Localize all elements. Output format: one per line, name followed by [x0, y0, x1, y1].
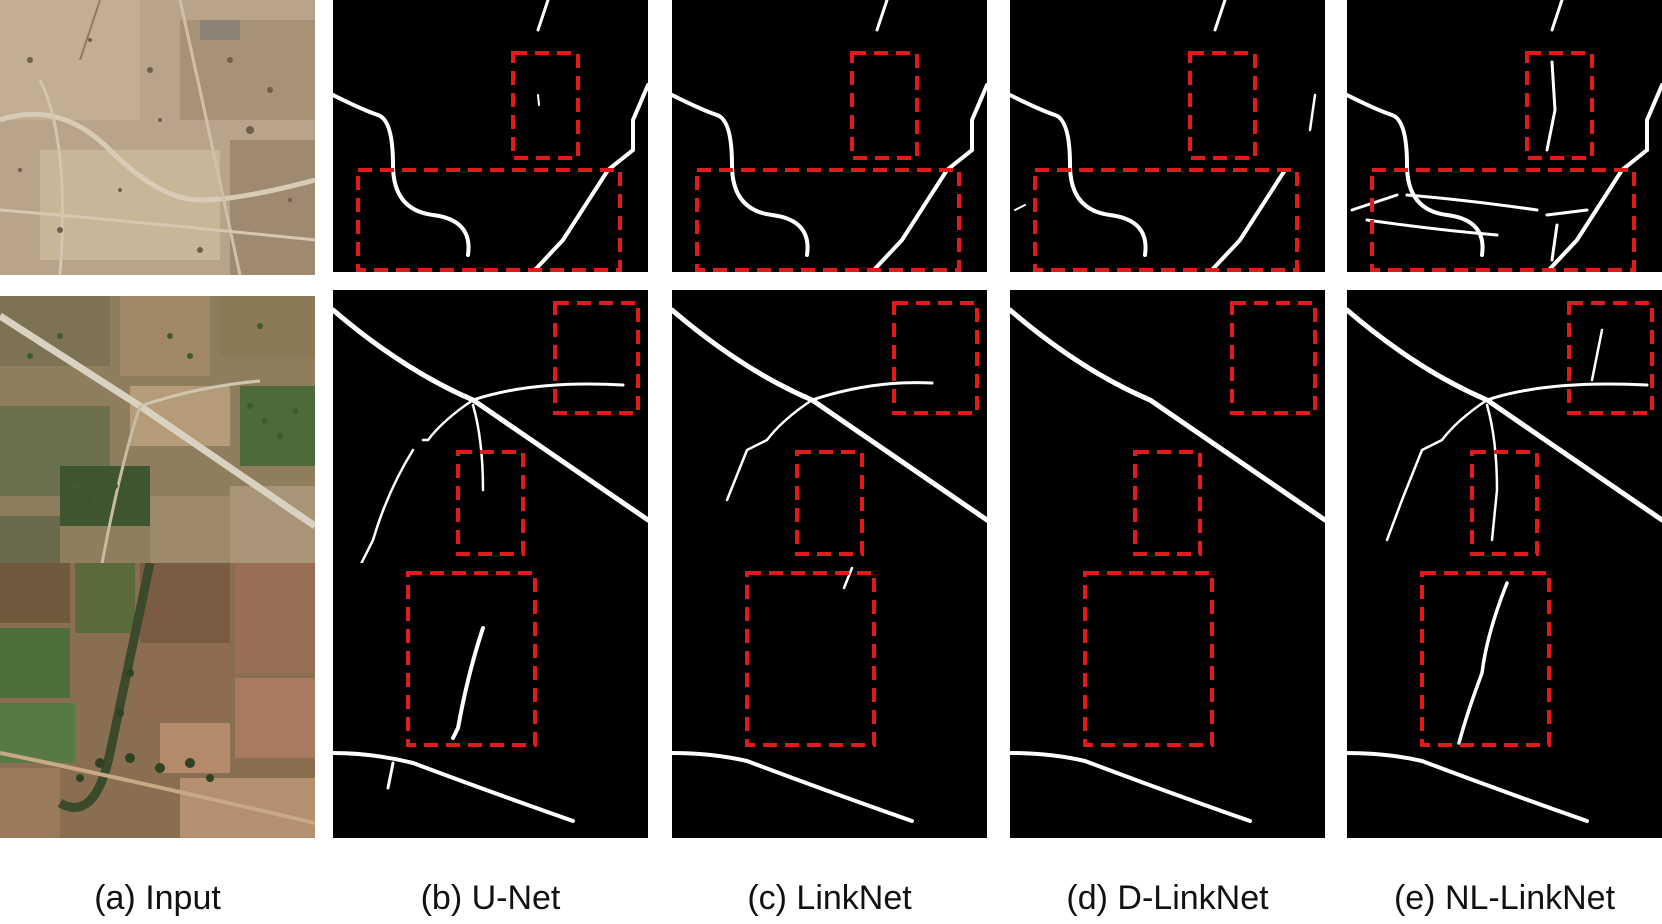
unet-mask-row-1: [333, 0, 648, 272]
nllinknet-mask-row-3: [1347, 563, 1662, 838]
highlight-box: [745, 571, 876, 747]
highlight-box: [553, 301, 640, 415]
highlight-box: [1133, 450, 1202, 556]
linknet-mask-row-1: [672, 0, 987, 272]
highlight-box: [1230, 301, 1317, 415]
highlight-box: [456, 450, 525, 556]
column-label-dlinknet: (d) D-LinkNet: [1066, 879, 1269, 917]
input-image-row-2: [0, 296, 315, 574]
input-image-row-3: [0, 563, 315, 838]
highlight-box: [1567, 301, 1654, 415]
unet-mask-row-3: [333, 563, 648, 838]
highlight-box: [850, 51, 919, 160]
column-label-input: (a) Input: [94, 879, 221, 917]
highlight-box: [1420, 571, 1551, 747]
column-label-nllinknet: (e) NL-LinkNet: [1393, 879, 1616, 917]
highlight-box: [695, 168, 961, 272]
highlight-box: [1188, 51, 1257, 160]
highlight-box: [1525, 51, 1594, 160]
highlight-box: [892, 301, 979, 415]
nllinknet-mask-row-1: [1347, 0, 1662, 272]
dlinknet-mask-row-3: [1010, 563, 1325, 838]
highlight-box: [1083, 571, 1214, 747]
highlight-box: [1370, 168, 1636, 272]
dlinknet-mask-row-2: [1010, 290, 1325, 573]
highlight-box: [1033, 168, 1299, 272]
linknet-mask-row-3: [672, 563, 987, 838]
linknet-mask-row-2: [672, 290, 987, 573]
highlight-box: [406, 571, 537, 747]
highlight-box: [356, 168, 622, 272]
input-image-row-1: [0, 0, 315, 275]
highlight-box: [511, 51, 580, 160]
highlight-box: [1470, 450, 1539, 556]
unet-mask-row-2: [333, 290, 648, 573]
nllinknet-mask-row-2: [1347, 290, 1662, 573]
column-label-linknet: (c) LinkNet: [747, 879, 912, 917]
dlinknet-mask-row-1: [1010, 0, 1325, 272]
highlight-box: [795, 450, 864, 556]
column-label-unet: (b) U-Net: [420, 879, 561, 917]
